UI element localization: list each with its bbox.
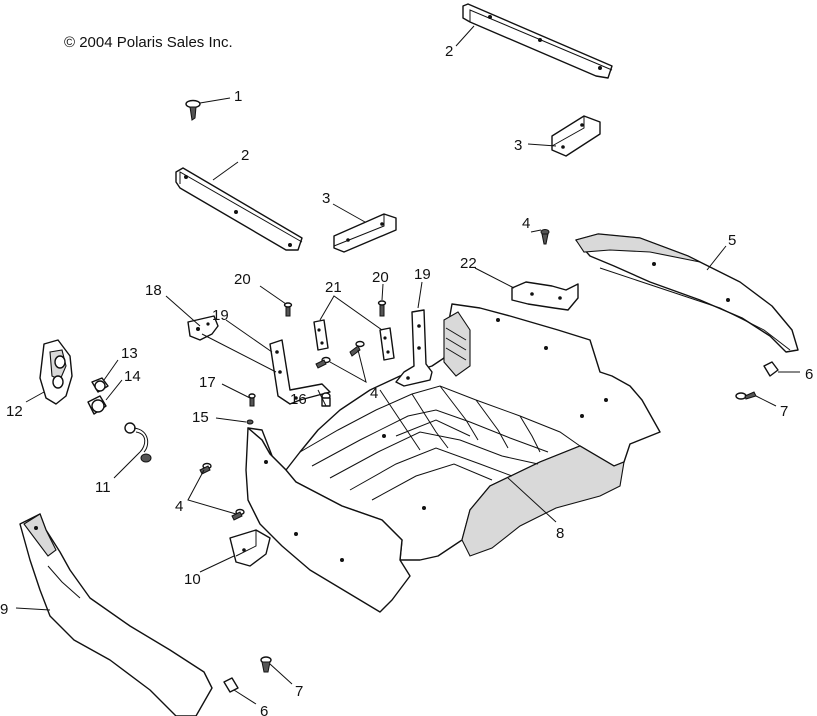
part-16-bolt bbox=[321, 392, 331, 407]
callout-18: 18 bbox=[145, 282, 162, 299]
callout-13: 13 bbox=[121, 345, 138, 362]
part-20-screw-right bbox=[377, 300, 387, 317]
part-4-screw-top bbox=[540, 229, 550, 245]
part-3-lower-bracket bbox=[333, 213, 397, 253]
callout-4-lower: 4 bbox=[175, 498, 183, 515]
callout-7-right: 7 bbox=[780, 403, 788, 420]
part-14-bulb bbox=[87, 395, 107, 415]
callout-20-right: 20 bbox=[372, 269, 389, 286]
part-9-left-fender bbox=[19, 513, 213, 716]
callout-2-mid: 2 bbox=[241, 147, 249, 164]
callout-6-right: 6 bbox=[805, 366, 813, 383]
callout-4-mid: 4 bbox=[370, 385, 378, 402]
callout-6-lower: 6 bbox=[260, 703, 268, 716]
callout-7-lower: 7 bbox=[295, 683, 303, 700]
callout-11: 11 bbox=[95, 479, 111, 496]
part-2-lower-rail bbox=[175, 167, 303, 251]
callout-2-top: 2 bbox=[445, 43, 453, 60]
part-21-plates bbox=[313, 319, 395, 361]
part-11-socket-harness bbox=[124, 422, 152, 463]
part-19-bracket-right bbox=[395, 309, 433, 387]
callout-20-left: 20 bbox=[234, 271, 251, 288]
part-7-screw-lower bbox=[260, 656, 272, 673]
part-17-pin bbox=[248, 393, 256, 407]
part-4-screws-mid bbox=[315, 340, 365, 369]
part-20-screw-left bbox=[283, 302, 293, 317]
callout-22: 22 bbox=[460, 255, 477, 272]
tray-grille bbox=[443, 311, 471, 377]
callout-17: 17 bbox=[199, 374, 216, 391]
callout-21: 21 bbox=[325, 279, 342, 296]
callout-15: 15 bbox=[192, 409, 209, 426]
callout-4-top: 4 bbox=[522, 215, 530, 232]
callout-16: 16 bbox=[290, 391, 307, 408]
part-2-upper-rail bbox=[462, 3, 613, 79]
part-7-screw-right bbox=[735, 391, 757, 400]
part-12-taillight-housing bbox=[39, 339, 73, 405]
callout-19-right: 19 bbox=[414, 266, 431, 283]
part-1-screw bbox=[185, 99, 201, 121]
callout-1: 1 bbox=[234, 88, 242, 105]
callout-10: 10 bbox=[184, 571, 201, 588]
callout-19-left: 19 bbox=[212, 307, 229, 324]
part-6-clip-lower bbox=[223, 677, 239, 693]
part-19-bracket-left bbox=[269, 339, 331, 405]
callout-3-top: 3 bbox=[514, 137, 522, 154]
callout-9: 9 bbox=[0, 601, 8, 618]
part-22-bracket bbox=[511, 281, 579, 311]
callout-12: 12 bbox=[6, 403, 23, 420]
part-4-screws-lower bbox=[199, 462, 245, 521]
part-3-upper-bracket bbox=[551, 115, 601, 157]
part-5-rear-fender bbox=[575, 233, 799, 353]
part-15-nut bbox=[246, 419, 254, 425]
part-13-bulb bbox=[91, 377, 109, 393]
copyright-text: © 2004 Polaris Sales Inc. bbox=[64, 34, 233, 51]
part-6-clip-right bbox=[763, 361, 779, 377]
part-10-bracket bbox=[229, 529, 271, 567]
callout-5: 5 bbox=[728, 232, 736, 249]
callout-3-mid: 3 bbox=[322, 190, 330, 207]
part-8-rear-rack-body bbox=[245, 303, 661, 613]
callout-8: 8 bbox=[556, 525, 564, 542]
callout-14: 14 bbox=[124, 368, 141, 385]
